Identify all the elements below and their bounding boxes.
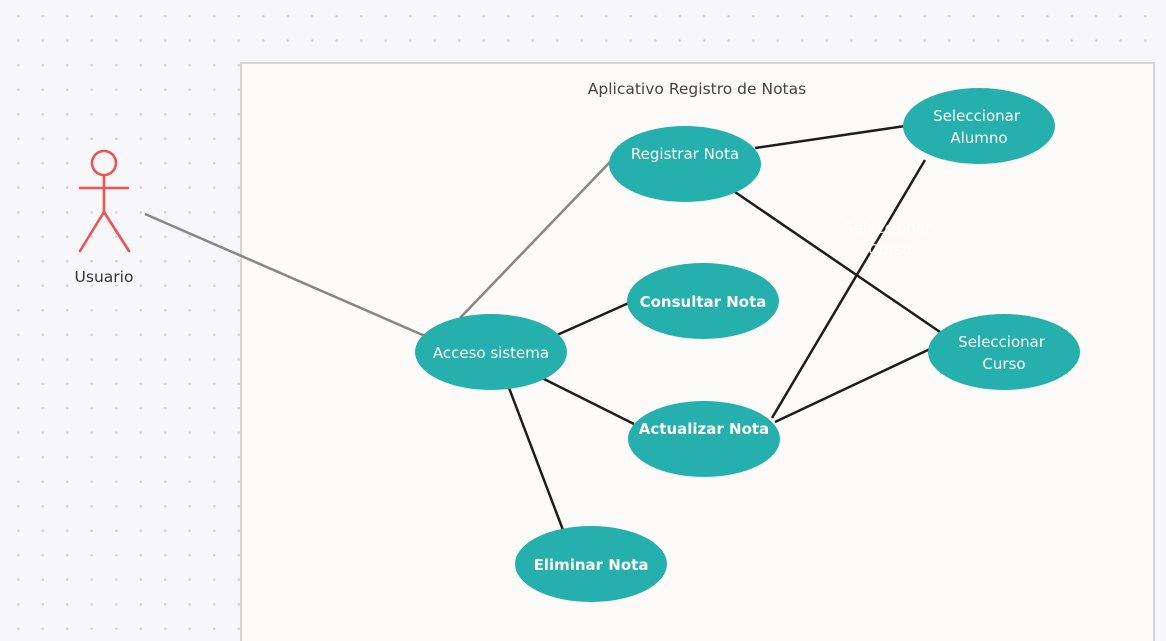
usecase-label: Registrar Nota xyxy=(631,145,739,163)
usecase-label: Eliminar Nota xyxy=(534,556,649,574)
edge-acceso-consultar xyxy=(556,300,632,337)
usecase-label: Actualizar Nota xyxy=(639,420,769,438)
usecase-consultar-nota[interactable]: Consultar Nota xyxy=(627,263,779,339)
usecase-label: Consultar Nota xyxy=(640,293,767,311)
usecase-ellipse xyxy=(928,314,1080,390)
usecase-seleccionar-alumno[interactable]: Seleccionar Alumno xyxy=(903,88,1055,164)
actor-usuario[interactable]: Usuario xyxy=(75,149,134,286)
usecase-seleccionar-curso[interactable]: Seleccionar Curso xyxy=(928,314,1080,390)
edge-actualizar-curso xyxy=(774,347,931,424)
faint-label: Seleccionar Curso xyxy=(844,219,936,259)
edge-acceso-actualizar xyxy=(539,375,635,426)
actor-head xyxy=(90,149,118,177)
usecase-ellipse xyxy=(627,263,779,339)
edge-acceso-registrar xyxy=(459,161,611,319)
usecase-label: Seleccionar Curso xyxy=(958,333,1050,373)
edge-registrar-alumno xyxy=(754,124,906,150)
actor-label: Usuario xyxy=(75,268,134,286)
edge-actualizar-alumno xyxy=(770,159,927,419)
usecase-label: Acceso sistema xyxy=(433,344,549,362)
usecase-acceso-sistema[interactable]: Acceso sistema xyxy=(415,314,567,390)
usecase-ellipse xyxy=(515,526,667,602)
usecase-ellipse xyxy=(628,401,780,477)
usecase-registrar-nota[interactable]: Registrar Nota xyxy=(609,126,761,202)
edge-usuario-acceso xyxy=(144,212,426,338)
edge-acceso-eliminar xyxy=(504,379,565,531)
usecase-ellipse xyxy=(415,314,567,390)
usecase-ellipse xyxy=(609,126,761,202)
usecase-label: Seleccionar Alumno xyxy=(933,107,1025,147)
usecase-ellipse xyxy=(903,88,1055,164)
actor-left-leg xyxy=(78,210,106,253)
usecase-actualizar-nota[interactable]: Actualizar Nota xyxy=(628,401,780,477)
usecase-eliminar-nota[interactable]: Eliminar Nota xyxy=(515,526,667,602)
actor-right-leg xyxy=(102,210,131,253)
system-title: Aplicativo Registro de Notas xyxy=(588,80,806,98)
edge-registrar-curso xyxy=(734,190,941,334)
